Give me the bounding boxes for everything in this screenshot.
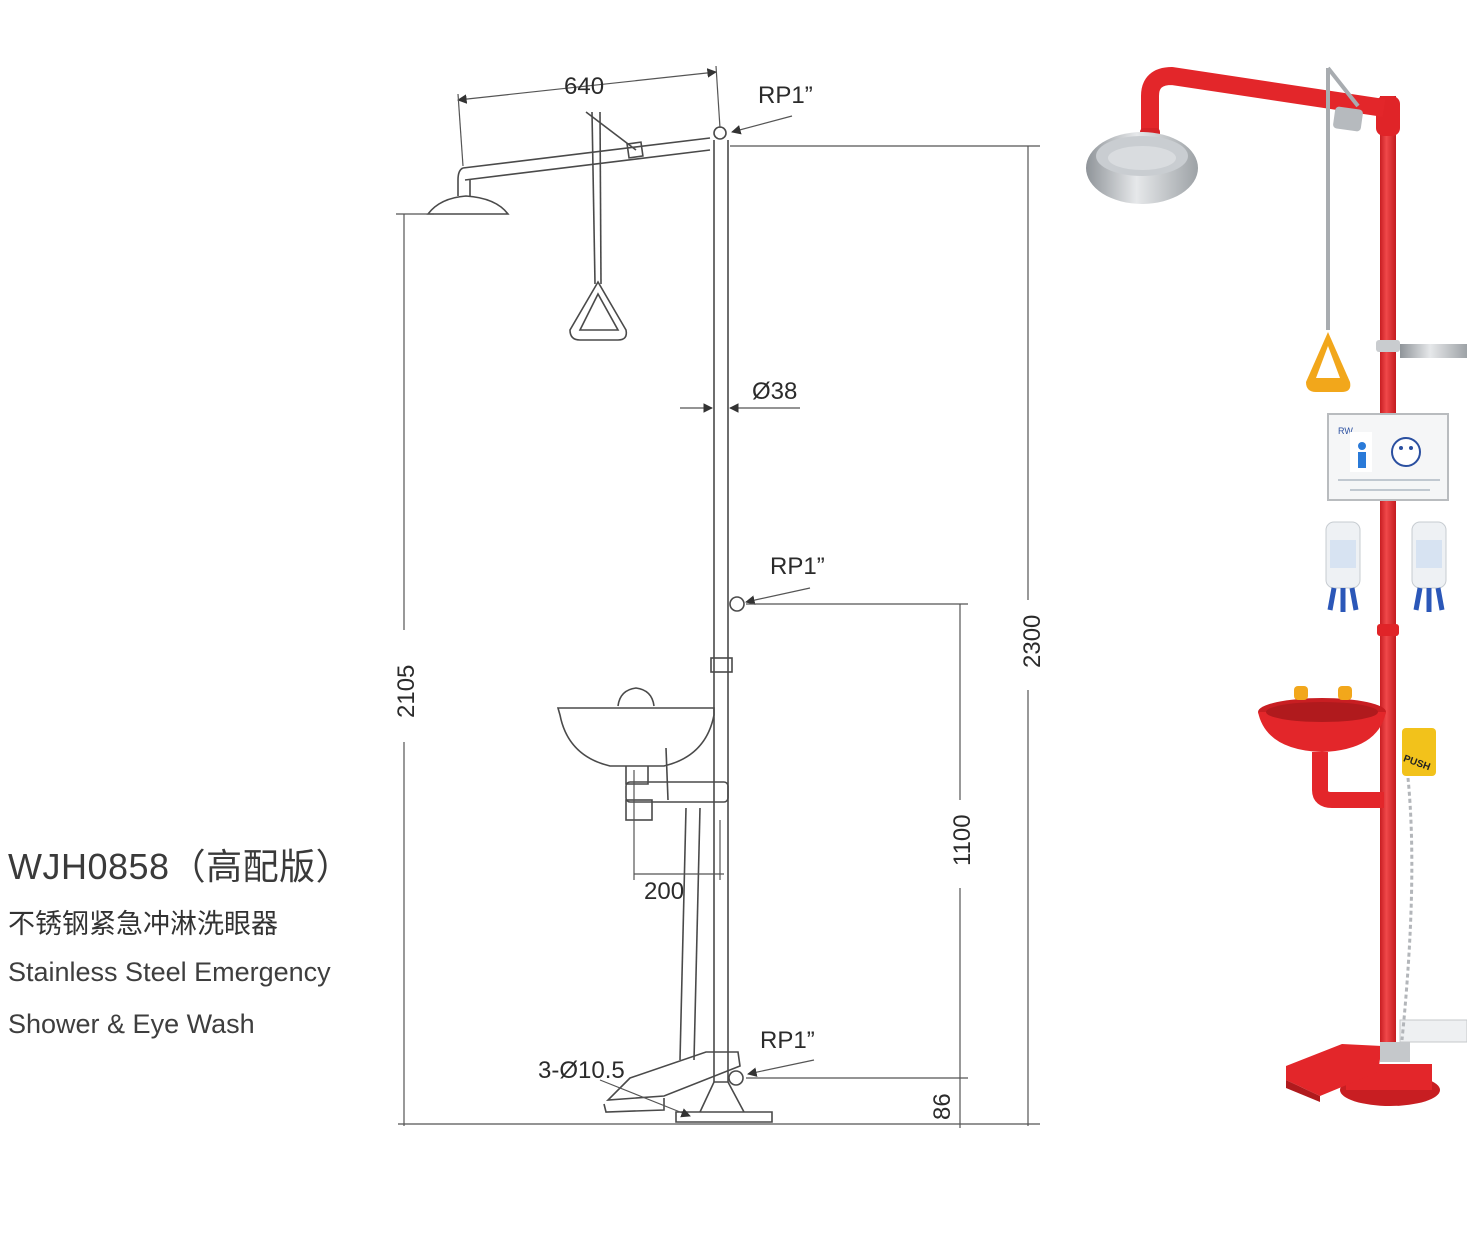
- photo-foot-pedal: [1286, 1042, 1440, 1106]
- drawing-pull-handle: [569, 111, 628, 341]
- drawing-pipe-coupling: [710, 657, 733, 673]
- photo-push-valve: [1402, 728, 1436, 776]
- drawing-shower-head: [426, 195, 510, 215]
- photo-eyewash-bowl: PUSH: [1258, 686, 1436, 808]
- photo-supply-hose: [1399, 1019, 1467, 1043]
- dim-shower-height: 2105: [393, 665, 420, 718]
- dim-bowl-offset: 200: [644, 878, 684, 905]
- product-photo: RW PUSH: [1086, 66, 1467, 1106]
- product-name-english-line2: Shower & Eye Wash: [8, 1009, 255, 1039]
- dim-eyewash-height: 1100: [949, 814, 976, 866]
- photo-sign-brand: RW: [1338, 426, 1353, 436]
- photo-eyewash-bottles: [1325, 521, 1447, 612]
- drawing-main-pipe: [710, 126, 745, 1082]
- product-name-chinese: 不锈钢紧急冲淋洗眼器: [8, 909, 278, 940]
- drawing-eyewash-bowl: [556, 687, 729, 821]
- photo-main-pole: [1380, 96, 1396, 1044]
- dim-total-height: 2300: [1019, 615, 1046, 668]
- drawing-shower-arm: [426, 111, 711, 215]
- photo-safety-sign: RW: [1327, 413, 1449, 501]
- dim-inlet-bottom: RP1”: [760, 1027, 815, 1054]
- photo-shower-head: [1086, 132, 1198, 204]
- dimension-annotations: 640 RP1” 2300 2105 Ø38 RP1”: [393, 65, 1046, 1128]
- drawing-foot-pedal: [603, 807, 773, 1123]
- model-title: WJH0858（高配版）: [8, 846, 353, 887]
- dim-inlet-mid: RP1”: [770, 553, 825, 580]
- dim-width-arm: 640: [564, 73, 604, 100]
- product-name-english-line1: Stainless Steel Emergency: [8, 957, 331, 987]
- drawing-base-plate: [675, 1111, 773, 1123]
- photo-side-pipe: [1400, 344, 1467, 358]
- dim-base-holes: 3-Ø10.5: [538, 1057, 625, 1084]
- dim-pipe-diameter: Ø38: [752, 378, 797, 405]
- dim-inlet-top: RP1”: [758, 82, 813, 109]
- drawing-mid-inlet: [729, 596, 745, 612]
- photo-chain: [1400, 777, 1414, 1041]
- line-drawing: 640 RP1” 2300 2105 Ø38 RP1”: [393, 65, 1046, 1128]
- dim-bottom-inlet-height: 86: [929, 1093, 956, 1120]
